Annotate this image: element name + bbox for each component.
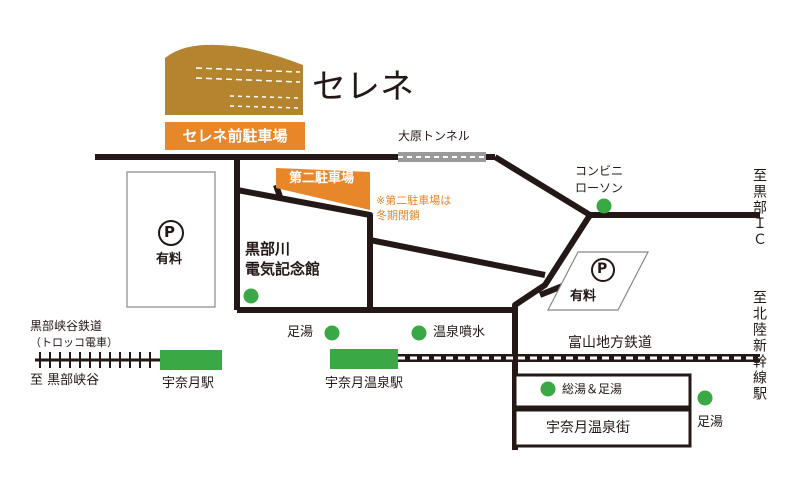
toyama-railway-label: 富山地方鉄道 [568,335,652,351]
brand-name: セレネ [312,67,414,107]
onsen-street-label: 宇奈月温泉街 [546,420,630,436]
parking-symbol-left: P [164,223,175,241]
gorge-railway-line [35,352,160,368]
paid-label-left: 有料 [156,252,183,267]
onsen-fountain-label: 温泉噴水 [433,325,486,340]
to-station-label: 至北陸新幹線駅 [751,290,767,402]
fountain-marker [411,325,427,341]
onsen-street-block [513,408,692,448]
to-kurobe-ic-label: 至黒部ＩＣ [751,168,767,248]
unazuki-station-label: 宇奈月駅 [162,376,215,391]
footbath2-marker [697,390,713,406]
tunnel-marker [398,152,486,162]
sogo-yu-label: 総湯＆足湯 [562,382,623,396]
to-gorge-label: 至 黒部峡谷 [30,373,100,388]
footbath-marker [324,325,340,341]
second-parking-label: 第二駐車場 [289,171,355,186]
convenience-marker [596,198,612,214]
gorge-railway-label: 黒部峡谷鉄道 [30,319,103,333]
paid-label-right: 有料 [570,289,597,304]
unazuki-onsen-station-label: 宇奈月温泉駅 [325,376,404,391]
parking-symbol-right: P [597,261,608,277]
unazuki-station-block [160,350,222,370]
second-parking-lot [276,168,370,210]
paid-parking-right [547,251,649,311]
trolley-label: （トロッコ電車） [30,336,118,349]
tunnel-label: 大原トンネル [398,129,470,143]
footbath2-label: 足湯 [697,415,724,430]
unazuki-onsen-station-block [330,349,398,369]
museum-marker [243,288,259,304]
footbath-label: 足湯 [287,325,314,340]
sogo-yu-marker [540,381,556,397]
front-parking-label: セレネ前駐車場 [165,122,305,150]
museum-label: 黒部川 電気記念館 [245,240,321,278]
convenience-label: コンビニ ローソン [575,164,624,195]
selene-building-icon [165,44,303,115]
winter-note: ※第二駐車場は 冬期閉鎖 [376,194,452,223]
